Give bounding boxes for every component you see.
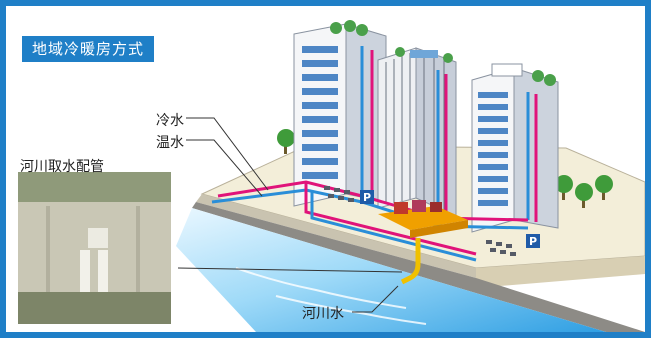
walkway [196,194,476,278]
energy-plant [378,200,468,238]
warm-water-label: 温水 [156,135,184,151]
ground-side [476,256,645,288]
building-middle [377,47,457,217]
district-energy-illustration: P P [18,20,645,332]
parking-sign: P [526,234,540,248]
callout-lines [177,117,403,313]
river-intake-pipe [400,238,421,285]
page-title: 地域冷暖房方式 [22,36,155,62]
building-risers [360,46,538,222]
river-water-label: 河川水 [302,306,344,322]
building-right [471,63,559,233]
river-intake-pipe-label: 河川取水配管 [20,159,104,175]
river [176,208,606,332]
river-wave [235,267,407,309]
tree-group [277,129,613,208]
parking-area [324,186,516,256]
parking-sign: P [360,190,374,204]
cold-water-label: 冷水 [156,113,184,129]
river-wave [275,295,427,325]
intake-photo [18,172,171,324]
svg-text:P: P [363,191,371,204]
svg-text:P: P [529,235,537,248]
building-left [293,20,387,207]
